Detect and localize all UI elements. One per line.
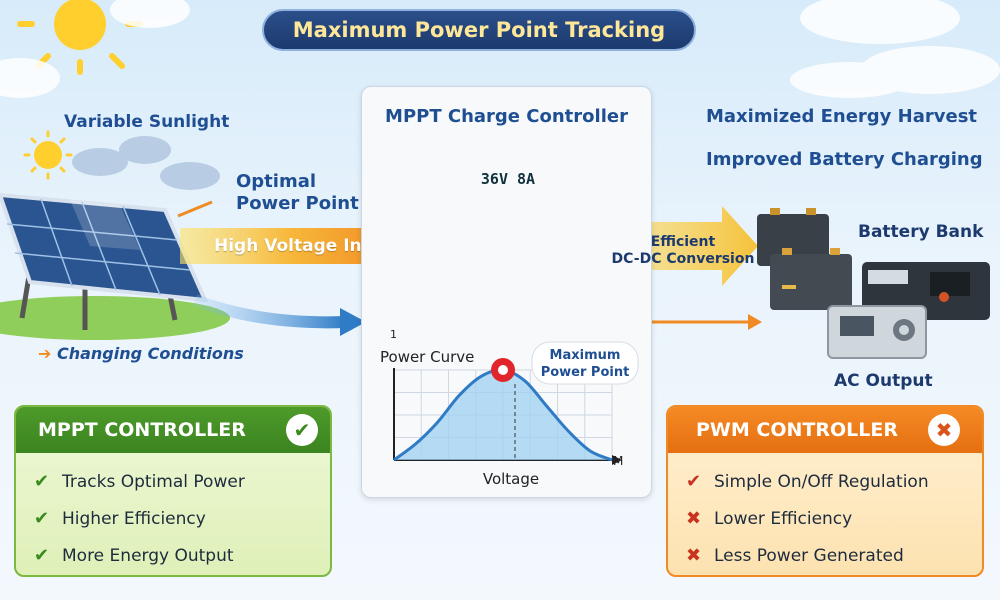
x-axis-label: Voltage: [483, 470, 539, 488]
changing-conditions-text: Changing Conditions: [56, 344, 244, 363]
list-item: ✔ Simple On/Off Regulation: [686, 463, 982, 500]
mppt-item-text: More Energy Output: [62, 545, 234, 566]
x-axis-end-label: M: [613, 454, 623, 468]
cloud-icon: [0, 0, 1000, 98]
battery-bank-icon: [757, 208, 852, 310]
pointer-line: [177, 200, 213, 218]
cross-icon: ✖: [686, 545, 702, 566]
check-icon: ✔: [34, 508, 50, 529]
pwm-box-header: PWM CONTROLLER ✖: [668, 407, 982, 453]
mppt-item-text: Tracks Optimal Power: [62, 471, 245, 492]
optimal-line-1: Optimal: [236, 171, 317, 192]
page-title: Maximum Power Point Tracking: [262, 9, 696, 51]
list-item: ✔ More Energy Output: [34, 537, 330, 574]
curve-area: [394, 369, 612, 460]
small-sun-icon: [23, 130, 73, 180]
pwm-box-title: PWM CONTROLLER: [696, 419, 898, 441]
battery-charging-label: Improved Battery Charging: [706, 149, 983, 170]
chart-title: Power Curve: [380, 348, 474, 366]
efficient-line-1: Efficient: [650, 234, 716, 250]
mppt-box-title: MPPT CONTROLLER: [38, 419, 246, 441]
peak-label-bubble: [531, 341, 639, 385]
optimal-line-2: Power Point: [236, 193, 359, 214]
efficient-line-2: DC-DC Conversion: [611, 251, 755, 267]
variable-sunlight-label: Variable Sunlight: [64, 112, 230, 132]
blue-flow-arrow: [192, 294, 366, 336]
changing-conditions-label: ➔ Changing Conditions: [38, 344, 244, 363]
ac-output-label: AC Output: [834, 371, 933, 391]
power-curve-chart: 1 Power Curve M Maximum Power Point Volt…: [380, 328, 639, 488]
y-axis-mark: 1: [390, 328, 397, 341]
energy-harvest-label: Maximized Energy Harvest: [706, 106, 978, 127]
max-power-point-marker: [491, 358, 515, 382]
mppt-box-header: MPPT CONTROLLER ✔: [16, 407, 330, 453]
optimal-power-point-label: Optimal Power Point: [236, 171, 359, 215]
check-icon: ✔: [34, 545, 50, 566]
pwm-item-text: Lower Efficiency: [714, 508, 853, 529]
controller-display: 36V 8A: [480, 170, 536, 188]
peak-label-line-1: Maximum: [550, 348, 621, 363]
pwm-item-text: Simple On/Off Regulation: [714, 471, 929, 492]
efficient-conversion-label: Efficient DC-DC Conversion: [608, 234, 758, 268]
cross-icon: ✖: [686, 508, 702, 529]
check-icon: ✔: [34, 471, 50, 492]
high-voltage-arrow: [180, 214, 402, 278]
cross-badge-icon: ✖: [928, 414, 960, 446]
ac-unit-icon: [827, 305, 927, 359]
check-badge-icon: ✔: [286, 414, 318, 446]
arrow-right-icon: ➔: [38, 344, 52, 363]
battery-bank-label: Battery Bank: [858, 222, 984, 242]
list-item: ✖ Less Power Generated: [686, 537, 982, 574]
pwm-item-text: Less Power Generated: [714, 545, 904, 566]
mppt-item-text: Higher Efficiency: [62, 508, 206, 529]
controller-title: MPPT Charge Controller: [385, 106, 628, 127]
list-item: ✔ Tracks Optimal Power: [34, 463, 330, 500]
peak-label-line-2: Power Point: [541, 365, 630, 380]
pwm-controller-box: PWM CONTROLLER ✖ ✔ Simple On/Off Regulati…: [666, 405, 984, 577]
x-axis-arrowhead: [612, 455, 622, 465]
mppt-controller-box: MPPT CONTROLLER ✔ ✔Tracks Optimal Power …: [14, 405, 332, 577]
check-icon: ✔: [686, 471, 702, 492]
small-cloud-icon: [72, 136, 220, 190]
high-voltage-label: High Voltage Input: [214, 236, 395, 256]
list-item: ✔ Higher Efficiency: [34, 500, 330, 537]
list-item: ✖ Lower Efficiency: [686, 500, 982, 537]
